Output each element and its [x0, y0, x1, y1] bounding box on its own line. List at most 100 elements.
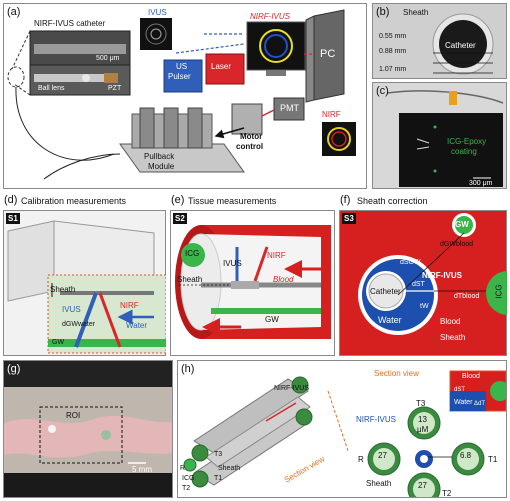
panel-a: (a) NIRF-IVUS catheter 500 μm Ball lens … — [3, 3, 367, 189]
dsgw-label: dSGW — [400, 259, 421, 266]
sheath-label-h-2: Sheath — [366, 479, 392, 488]
conc-top: 13 — [418, 415, 427, 424]
panel-h: (h) Section view Section view NIRF-IVUS … — [177, 360, 507, 498]
panel-e-graphics — [175, 225, 331, 339]
panel-d: (d) Calibration measurements S1 Sheath I… — [3, 194, 166, 356]
pullback-label-2: Module — [148, 162, 175, 171]
panel-g: (g) ROI 5 mm — [3, 360, 173, 498]
tag-s2: S2 — [173, 213, 187, 224]
panel-b: (b) Sheath Catheter 0.55 mm 0.88 mm 1.07… — [372, 3, 507, 79]
panel-f-title: Sheath correction — [357, 196, 428, 206]
tube-t2: T2 — [182, 485, 191, 492]
icg-label-f: ICG — [494, 284, 504, 299]
sheath-label-h: Sheath — [218, 465, 241, 472]
inset-blood: Blood — [462, 373, 480, 380]
sheath-label-d: Sheath — [50, 285, 76, 294]
gw-label-e: GW — [265, 315, 279, 324]
panel-c-graphics — [386, 90, 504, 187]
panel-h-graphics — [183, 370, 506, 497]
sheath-label-f: Sheath — [440, 333, 466, 342]
motor-label-2: control — [236, 142, 264, 151]
ivus-label-e: IVUS — [223, 259, 242, 268]
nirf-ivus-label-h-2: NIRF-IVUS — [356, 415, 396, 424]
dgwblood-label: dGWblood — [440, 241, 474, 248]
catheter-scale: 500 μm — [96, 55, 120, 62]
panel-c-label: (c) — [376, 85, 389, 97]
conc-bottom: 27 — [418, 481, 427, 490]
dtblood-label: dTblood — [454, 293, 480, 300]
panel-e-title: Tissue measurements — [188, 196, 277, 206]
sheath-label-e: Sheath — [177, 275, 203, 284]
nirf-ivus-label: NIRF-IVUS — [250, 12, 290, 21]
panel-h-label: (h) — [181, 363, 195, 375]
lbl-r: R — [358, 455, 364, 464]
blood-label-f: Blood — [440, 317, 461, 326]
panel-a-graphics — [7, 9, 356, 180]
water-label-f: Water — [378, 315, 402, 325]
pzt-label: PZT — [108, 85, 122, 92]
dim-088: 0.88 mm — [379, 48, 407, 55]
water-label-d: Water — [126, 321, 148, 330]
panel-f-graphics — [358, 213, 507, 335]
tube-r: R — [180, 465, 186, 472]
panel-f-label: (f) — [340, 194, 351, 206]
coating-label-1: ICG-Epoxy — [447, 137, 487, 146]
gw-label-d: GW — [52, 339, 65, 346]
lbl-t2: T2 — [442, 489, 452, 498]
blood-label-e: Blood — [273, 275, 294, 284]
conc-right: 6.8 — [460, 451, 472, 460]
nirf-ivus-label-f: NIRF-IVUS — [422, 271, 462, 280]
panel-e: (e) Tissue measurements S2 ICG IVUS NIRF… — [170, 194, 335, 356]
panel-f: (f) Sheath correction S3 GW dGWblood dSG… — [339, 194, 507, 356]
panel-b-label: (b) — [376, 6, 390, 18]
conc-left: 27 — [378, 451, 387, 460]
ivus-label: IVUS — [148, 8, 167, 17]
tube-icg: ICG — [182, 475, 195, 482]
tube-t3: T3 — [214, 451, 223, 458]
pc-label: PC — [320, 48, 336, 60]
ball-lens-label: Ball lens — [38, 85, 65, 92]
inset-dst: dST — [454, 387, 466, 393]
nirf-label-e: NIRF — [267, 251, 286, 260]
tag-s3: S3 — [342, 213, 356, 224]
tw-label: tW — [420, 303, 429, 310]
inset-dt: ΔdT — [474, 401, 486, 407]
panel-g-graphics — [4, 361, 172, 497]
nirf-ivus-label-h: NIRF-IVUS — [274, 385, 309, 392]
gw-label-f: GW — [455, 220, 469, 229]
icg-label-e: ICG — [185, 249, 200, 258]
panel-d-graphics — [7, 220, 166, 354]
catheter-label-b: Catheter — [445, 41, 476, 50]
panel-d-title: Calibration measurements — [21, 196, 127, 206]
panel-a-label: (a) — [7, 6, 21, 18]
catheter-label-f: Catheter — [370, 287, 401, 296]
roi-label: ROI — [66, 411, 81, 420]
panel-d-label: (d) — [4, 194, 18, 206]
lbl-t3: T3 — [416, 399, 426, 408]
tube-t1: T1 — [214, 475, 223, 482]
dim-107: 1.07 mm — [379, 66, 407, 73]
pullback-label-1: Pullback — [144, 152, 175, 161]
nirf-label-d: NIRF — [120, 301, 139, 310]
dgw-label-d: dGWwater — [62, 321, 96, 328]
sheath-label-b: Sheath — [403, 8, 429, 17]
motor-label-1: Motor — [240, 132, 263, 141]
catheter-title: NIRF-IVUS catheter — [34, 19, 106, 28]
conc-unit: μM — [417, 425, 429, 434]
us-pulser-label-1: US — [176, 62, 188, 71]
nirf-label: NIRF — [322, 110, 341, 119]
scale-g: 5 mm — [132, 465, 152, 474]
panel-g-label: (g) — [7, 363, 21, 375]
lbl-t1: T1 — [488, 455, 498, 464]
section-view-label: Section view — [374, 369, 419, 378]
panel-b-graphics — [432, 13, 494, 75]
pmt-label: PMT — [280, 103, 299, 113]
tag-s1: S1 — [6, 213, 20, 224]
coating-label-2: coating — [451, 147, 477, 156]
ivus-label-d: IVUS — [62, 305, 81, 314]
laser-label: Laser — [211, 62, 232, 71]
scale-c: 300 μm — [469, 180, 493, 187]
dst-label: dST — [412, 281, 425, 288]
inset-water: Water — [454, 399, 473, 406]
panel-e-label: (e) — [171, 194, 185, 206]
